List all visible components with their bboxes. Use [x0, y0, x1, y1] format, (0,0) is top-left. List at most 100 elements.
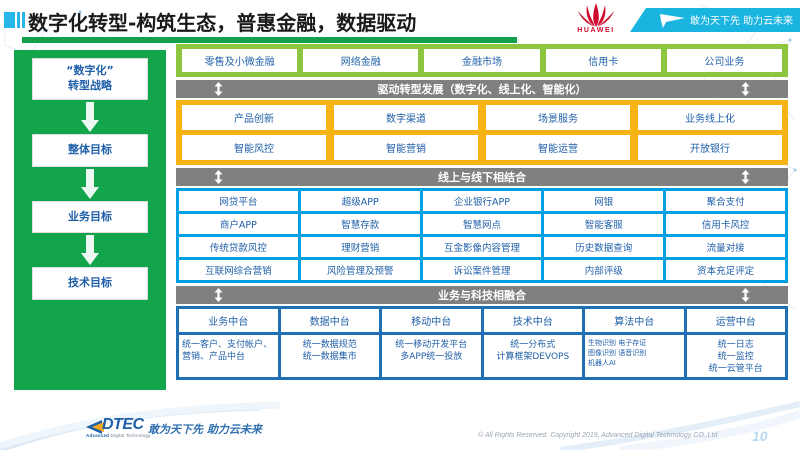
arrow-up-down-icon [214, 82, 223, 96]
platform-column: 数据中台 统一数据规范统一数据集市 [280, 309, 379, 377]
platform-column: 运营中台 统一日志统一监控统一云管平台 [686, 309, 785, 377]
sidebar-arrow-3 [32, 233, 148, 267]
dtec-arrow-icon [86, 420, 104, 434]
divider-label: 线上与线下相结合 [438, 171, 526, 184]
business-line-item[interactable]: 网络金融 [303, 49, 419, 72]
strategy-sidebar: “数字化” 转型战略 整体目标 业务目标 技术目标 [14, 50, 166, 390]
arrow-up-down-icon [214, 288, 223, 302]
middle-platforms-section: 业务中台 统一客户、支付帐户、营销、产品中台 数据中台 统一数据规范统一数据集市… [176, 306, 788, 380]
huawei-logo: HUAWEI [565, 2, 627, 40]
blue-row: 网贷平台 超级APP 企业银行APP 网银 聚合支付 [179, 191, 785, 211]
application-cell[interactable]: 资本充足评定 [666, 260, 785, 280]
divider-drive-transformation: 驱动转型发展（数字化、线上化、智能化） [176, 80, 788, 98]
transformation-directions-section: 产品创新 数字渠道 场景服务 业务线上化 智能风控 智能营销 智能运营 开放银行 [176, 100, 788, 165]
application-cell[interactable]: 风险管理及预警 [300, 260, 420, 280]
application-cell[interactable]: 聚合支付 [666, 191, 785, 211]
huawei-slogan-text: 敢为天下先 助力云未来 [690, 16, 794, 27]
dtec-tagline-bold: Advanced [86, 433, 110, 438]
dtec-tagline-rest: Digital Technology [109, 433, 151, 438]
platform-title[interactable]: 算法中台 [585, 309, 684, 332]
blue-row: 商户APP 智慧存款 智慧网点 智能客服 信用卡风控 [179, 214, 785, 234]
platform-description: 统一数据规范统一数据集市 [280, 335, 379, 377]
orange-cell[interactable]: 场景服务 [486, 105, 630, 130]
business-line-item[interactable]: 信用卡 [545, 49, 661, 72]
orange-cell[interactable]: 产品创新 [182, 105, 326, 130]
platform-title[interactable]: 技术中台 [483, 309, 582, 332]
huawei-slogan-banner: 敢为天下先 助力云未来 [630, 8, 800, 32]
huawei-wordmark: HUAWEI [577, 27, 615, 34]
business-line-item[interactable]: 公司业务 [666, 49, 783, 72]
application-cell[interactable]: 企业银行APP [422, 191, 542, 211]
business-line-item[interactable]: 零售及小微金融 [182, 49, 298, 72]
application-cell[interactable]: 智慧网点 [422, 214, 542, 234]
application-cell[interactable]: 诉讼案件管理 [422, 260, 542, 280]
business-line-item[interactable]: 金融市场 [424, 49, 540, 72]
platform-column: 业务中台 统一客户、支付帐户、营销、产品中台 [179, 309, 278, 377]
copyright-text: © All Rights Reserved. Copyright 2019, A… [478, 432, 718, 439]
application-cell[interactable]: 网贷平台 [179, 191, 298, 211]
orange-row: 产品创新 数字渠道 场景服务 业务线上化 [182, 105, 782, 130]
dtec-tagline: Advanced Digital Technology [86, 433, 151, 438]
platform-column: 移动中台 统一移动开发平台多APP统一投放 [382, 309, 481, 377]
application-cell[interactable]: 商户APP [179, 214, 298, 234]
platform-title[interactable]: 移动中台 [382, 309, 481, 332]
business-lines-row: 零售及小微金融 网络金融 金融市场 信用卡 公司业务 [176, 44, 788, 77]
application-cell[interactable]: 智能客服 [544, 214, 664, 234]
platform-column: 技术中台 统一分布式计算框架DEVOPS [483, 309, 582, 377]
application-cell[interactable]: 网银 [544, 191, 664, 211]
main-content: 零售及小微金融 网络金融 金融市场 信用卡 公司业务 驱动转型发展（数字化、线上… [176, 44, 788, 380]
arrow-down-icon [81, 168, 99, 199]
slide-header: 数字化转型-构筑生态，普惠金融，数据驱动 HUAWEI 敢为天下先 助力云未来 [0, 0, 800, 44]
arrow-up-down-icon [214, 170, 223, 184]
application-cell[interactable]: 信用卡风控 [666, 214, 785, 234]
application-cell[interactable]: 传统贷款风控 [179, 237, 298, 257]
platform-column: 算法中台 生物识别 电子存证图像识别 语音识别机器人AI [585, 309, 684, 377]
dtec-wordmark: DTEC [102, 416, 144, 433]
orange-row: 智能风控 智能营销 智能运营 开放银行 [182, 135, 782, 160]
divider-label: 驱动转型发展（数字化、线上化、智能化） [377, 83, 587, 96]
application-cell[interactable]: 理财营销 [300, 237, 420, 257]
sidebar-item-business-goal[interactable]: 业务目标 [32, 200, 148, 234]
application-cell[interactable]: 互联网综合营销 [179, 260, 298, 280]
applications-section: 网贷平台 超级APP 企业银行APP 网银 聚合支付 商户APP 智慧存款 智慧… [176, 188, 788, 283]
orange-cell[interactable]: 业务线上化 [638, 105, 782, 130]
title-underline [22, 37, 517, 43]
orange-cell[interactable]: 智能营销 [334, 135, 478, 160]
arrow-down-icon [81, 101, 99, 132]
page-number: 10 [752, 428, 768, 444]
divider-business-tech-fusion: 业务与科技相融合 [176, 286, 788, 304]
dtec-slogan: 敢为天下先 助力云未来 [148, 423, 262, 436]
platform-description: 生物识别 电子存证图像识别 语音识别机器人AI [585, 335, 684, 377]
divider-online-offline: 线上与线下相结合 [176, 168, 788, 186]
slide-footer: DTEC Advanced Digital Technology 敢为天下先 助… [0, 404, 800, 450]
application-cell[interactable]: 内部评级 [544, 260, 664, 280]
orange-cell[interactable]: 数字渠道 [334, 105, 478, 130]
sidebar-item-tech-goal[interactable]: 技术目标 [32, 267, 148, 301]
sidebar-arrow-1 [32, 100, 148, 134]
application-cell[interactable]: 智慧存款 [300, 214, 420, 234]
application-cell[interactable]: 超级APP [300, 191, 420, 211]
platform-title[interactable]: 运营中台 [686, 309, 785, 332]
sidebar-item-strategy[interactable]: “数字化” 转型战略 [32, 58, 148, 100]
bar-chart-icon [4, 12, 25, 28]
blue-row: 传统贷款风控 理财营销 互金影像内容管理 历史数据查询 流量对接 [179, 237, 785, 257]
page-title: 数字化转型-构筑生态，普惠金融，数据驱动 [28, 11, 417, 35]
orange-cell[interactable]: 开放银行 [638, 135, 782, 160]
arrow-up-down-icon [741, 170, 750, 184]
application-cell[interactable]: 历史数据查询 [544, 237, 664, 257]
arrow-up-down-icon [741, 288, 750, 302]
platform-title[interactable]: 业务中台 [179, 309, 278, 332]
application-cell[interactable]: 流量对接 [666, 237, 785, 257]
platform-title[interactable]: 数据中台 [280, 309, 379, 332]
sidebar-arrow-2 [32, 167, 148, 201]
huawei-flower-icon [578, 3, 614, 27]
platform-description: 统一分布式计算框架DEVOPS [483, 335, 582, 377]
sidebar-label-line1: “数字化” [66, 64, 114, 77]
arrow-down-icon [81, 235, 99, 266]
orange-cell[interactable]: 智能风控 [182, 135, 326, 160]
banner-shape [630, 8, 800, 32]
application-cell[interactable]: 互金影像内容管理 [422, 237, 542, 257]
sidebar-item-overall-goal[interactable]: 整体目标 [32, 133, 148, 167]
orange-cell[interactable]: 智能运营 [486, 135, 630, 160]
